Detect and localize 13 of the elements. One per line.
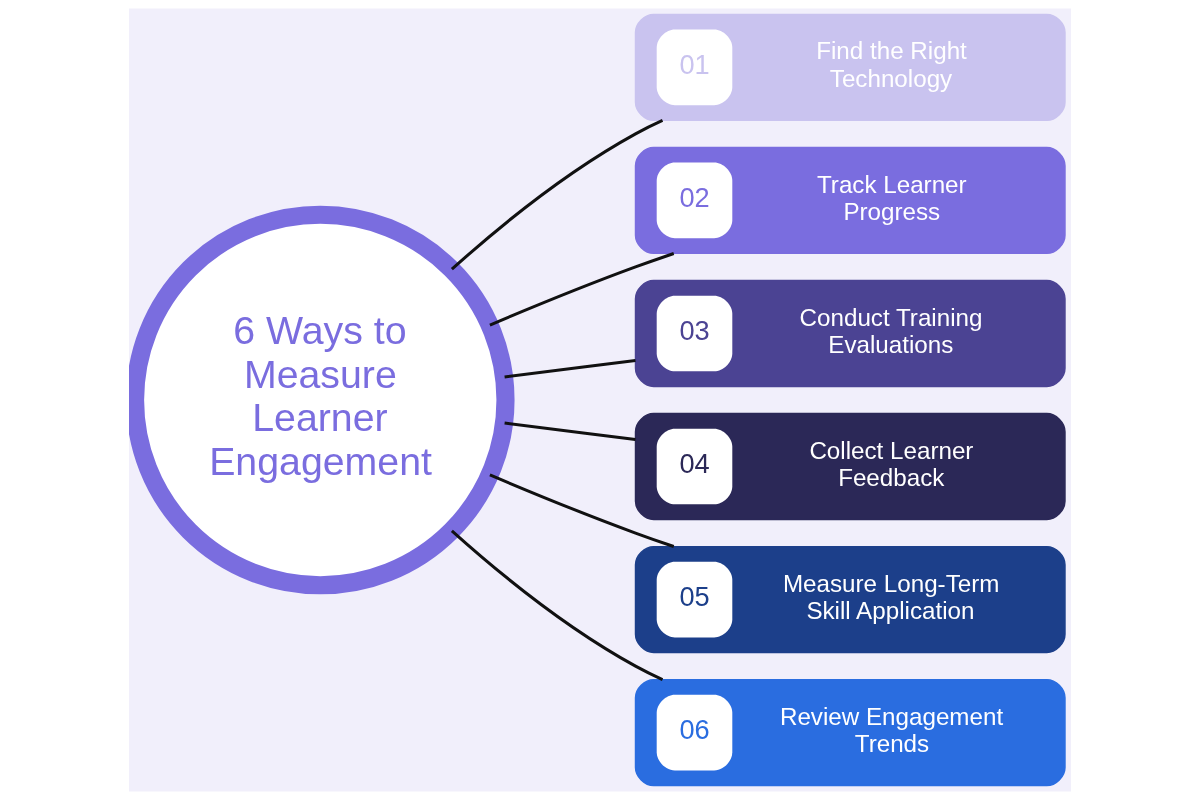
node-box: 05 Measure Long-Term Skill Application	[634, 545, 1066, 654]
node-box: 04 Collect Learner Feedback	[634, 412, 1066, 521]
connector	[489, 473, 675, 548]
node-box: 01 Find the Right Technology	[634, 13, 1066, 122]
connector	[450, 119, 664, 271]
connector	[489, 252, 675, 327]
node-box: 02 Track Learner Progress	[634, 146, 1066, 255]
connector	[450, 529, 664, 681]
node-box: 03 Conduct Training Evaluations	[634, 279, 1066, 388]
node-box: 06 Review Engagement Trends	[634, 678, 1066, 787]
node-circle: 6 Ways to Measure Learner Engagement	[129, 205, 515, 595]
connector	[504, 421, 636, 442]
connector	[504, 358, 636, 379]
